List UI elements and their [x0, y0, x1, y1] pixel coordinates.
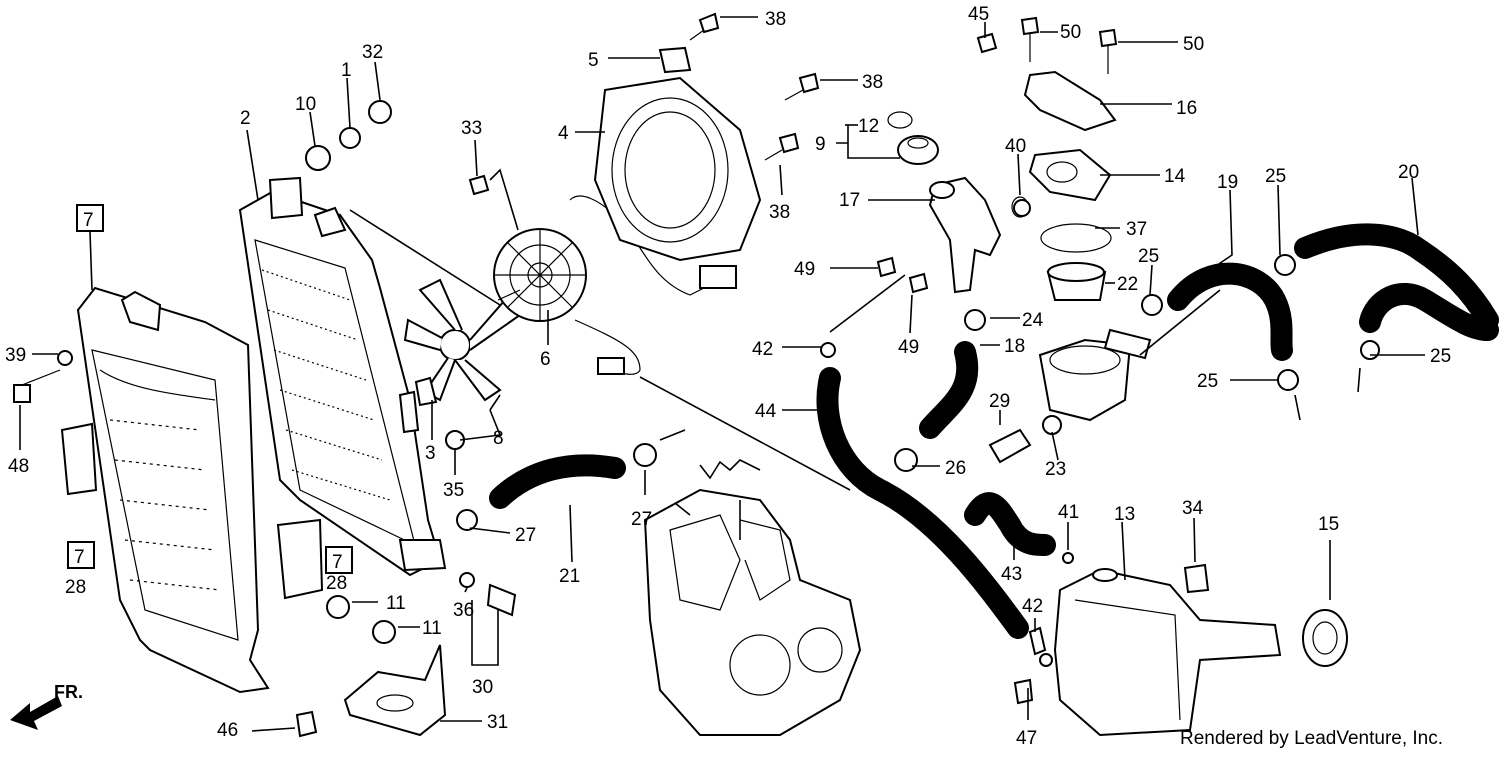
hose-20: [1294, 223, 1499, 341]
callout-n25b: 25: [1138, 246, 1159, 267]
callout-n43: 43: [1001, 564, 1022, 585]
fan-motor: [493, 228, 587, 322]
hose-18: [919, 341, 979, 439]
fan-shroud: [593, 46, 762, 262]
callout-n41: 41: [1058, 502, 1079, 523]
callout-n25d: 25: [1197, 371, 1218, 392]
callout-n20: 20: [1398, 162, 1419, 183]
lower-hose-21: [489, 443, 657, 509]
reserve-tank: [1053, 563, 1348, 737]
callout-n30: 30: [472, 677, 493, 698]
callout-n50a: 50: [1060, 22, 1081, 43]
leader-lines: [19, 16, 1425, 732]
callout-n4: 4: [558, 123, 569, 144]
callout-n11a: 11: [386, 593, 406, 614]
hose-19: [1167, 262, 1293, 361]
front-arrow-icon: [10, 696, 62, 730]
callout-n7b: 7: [74, 547, 85, 568]
callout-n39: 39: [5, 345, 26, 366]
callout-n38c: 38: [769, 202, 790, 223]
callout-n5: 5: [588, 50, 599, 71]
callout-n16: 16: [1176, 98, 1197, 119]
callout-n48: 48: [8, 456, 29, 477]
callout-n42b: 42: [1022, 596, 1043, 617]
callout-n35: 35: [443, 480, 464, 501]
callout-n33: 33: [461, 118, 482, 139]
callout-n40: 40: [1005, 136, 1026, 157]
front-direction-indicator: FR.: [10, 682, 83, 730]
callout-n34: 34: [1182, 498, 1204, 519]
callout-n2: 2: [240, 108, 251, 129]
callout-n42a: 42: [752, 339, 773, 360]
callout-n47: 47: [1016, 728, 1037, 749]
callout-n7c: 7: [332, 552, 343, 573]
ref-box-7a: [76, 204, 104, 232]
hose-43: [964, 492, 1056, 556]
callout-n49a: 49: [794, 259, 815, 280]
callout-n29: 29: [989, 391, 1010, 412]
callout-n26: 26: [945, 458, 966, 479]
callout-n14: 14: [1164, 166, 1186, 187]
callout-n36: 36: [453, 600, 474, 621]
callout-n32: 32: [362, 42, 383, 63]
callout-n15: 15: [1318, 514, 1339, 535]
callout-n27a: 27: [515, 525, 536, 546]
small-fasteners-right: [820, 199, 1380, 705]
callout-n6: 6: [540, 349, 551, 370]
callout-n28a: 28: [65, 577, 86, 598]
bolts: [468, 12, 1118, 294]
callout-n21: 21: [559, 566, 580, 587]
callout-n23: 23: [1045, 459, 1066, 480]
callout-n13: 13: [1114, 504, 1135, 525]
callout-n9: 9: [815, 134, 826, 155]
small-fasteners-left: [13, 100, 517, 738]
callout-n25c: 25: [1430, 346, 1451, 367]
callout-n44: 44: [755, 401, 777, 422]
radiator: [238, 176, 447, 600]
callout-n11b: 11: [422, 618, 442, 639]
callout-n18: 18: [1004, 336, 1025, 357]
callout-n38b: 38: [862, 72, 883, 93]
ref-box-7c: [325, 546, 353, 574]
thermostat-housing: [1011, 70, 1152, 435]
callout-n24: 24: [1022, 310, 1044, 331]
callout-n31: 31: [487, 712, 508, 733]
callout-n25a: 25: [1265, 166, 1286, 187]
callout-n10: 10: [295, 94, 316, 115]
callout-n12: 12: [858, 116, 879, 137]
callout-n38a: 38: [765, 9, 786, 30]
callout-n22: 22: [1117, 274, 1138, 295]
callout-n37: 37: [1126, 219, 1147, 240]
callout-n1: 1: [341, 60, 352, 81]
radiator-cap: [887, 111, 939, 165]
callout-n3: 3: [425, 443, 436, 464]
long-hose-44: [816, 367, 1029, 639]
callout-n28b: 28: [326, 573, 347, 594]
callout-n50b: 50: [1183, 34, 1204, 55]
ref-box-7b: [67, 541, 95, 569]
fan-wiring: [569, 195, 737, 375]
callout-n49b: 49: [898, 337, 919, 358]
radiator-bracket: [343, 644, 447, 737]
callout-n27b: 27: [631, 509, 652, 530]
credit-text: Rendered by LeadVenture, Inc.: [1180, 728, 1443, 749]
callout-n7a: 7: [83, 210, 94, 231]
callout-n45: 45: [968, 4, 989, 25]
callout-n17: 17: [839, 190, 860, 211]
callout-n19: 19: [1217, 172, 1238, 193]
engine: [643, 488, 862, 736]
radiator-shroud: [60, 286, 270, 694]
callout-n8: 8: [493, 428, 504, 449]
front-label: FR.: [54, 682, 83, 702]
water-pipe-17: [928, 176, 1002, 294]
fan-blade: [403, 278, 522, 402]
callout-n46: 46: [217, 720, 238, 741]
